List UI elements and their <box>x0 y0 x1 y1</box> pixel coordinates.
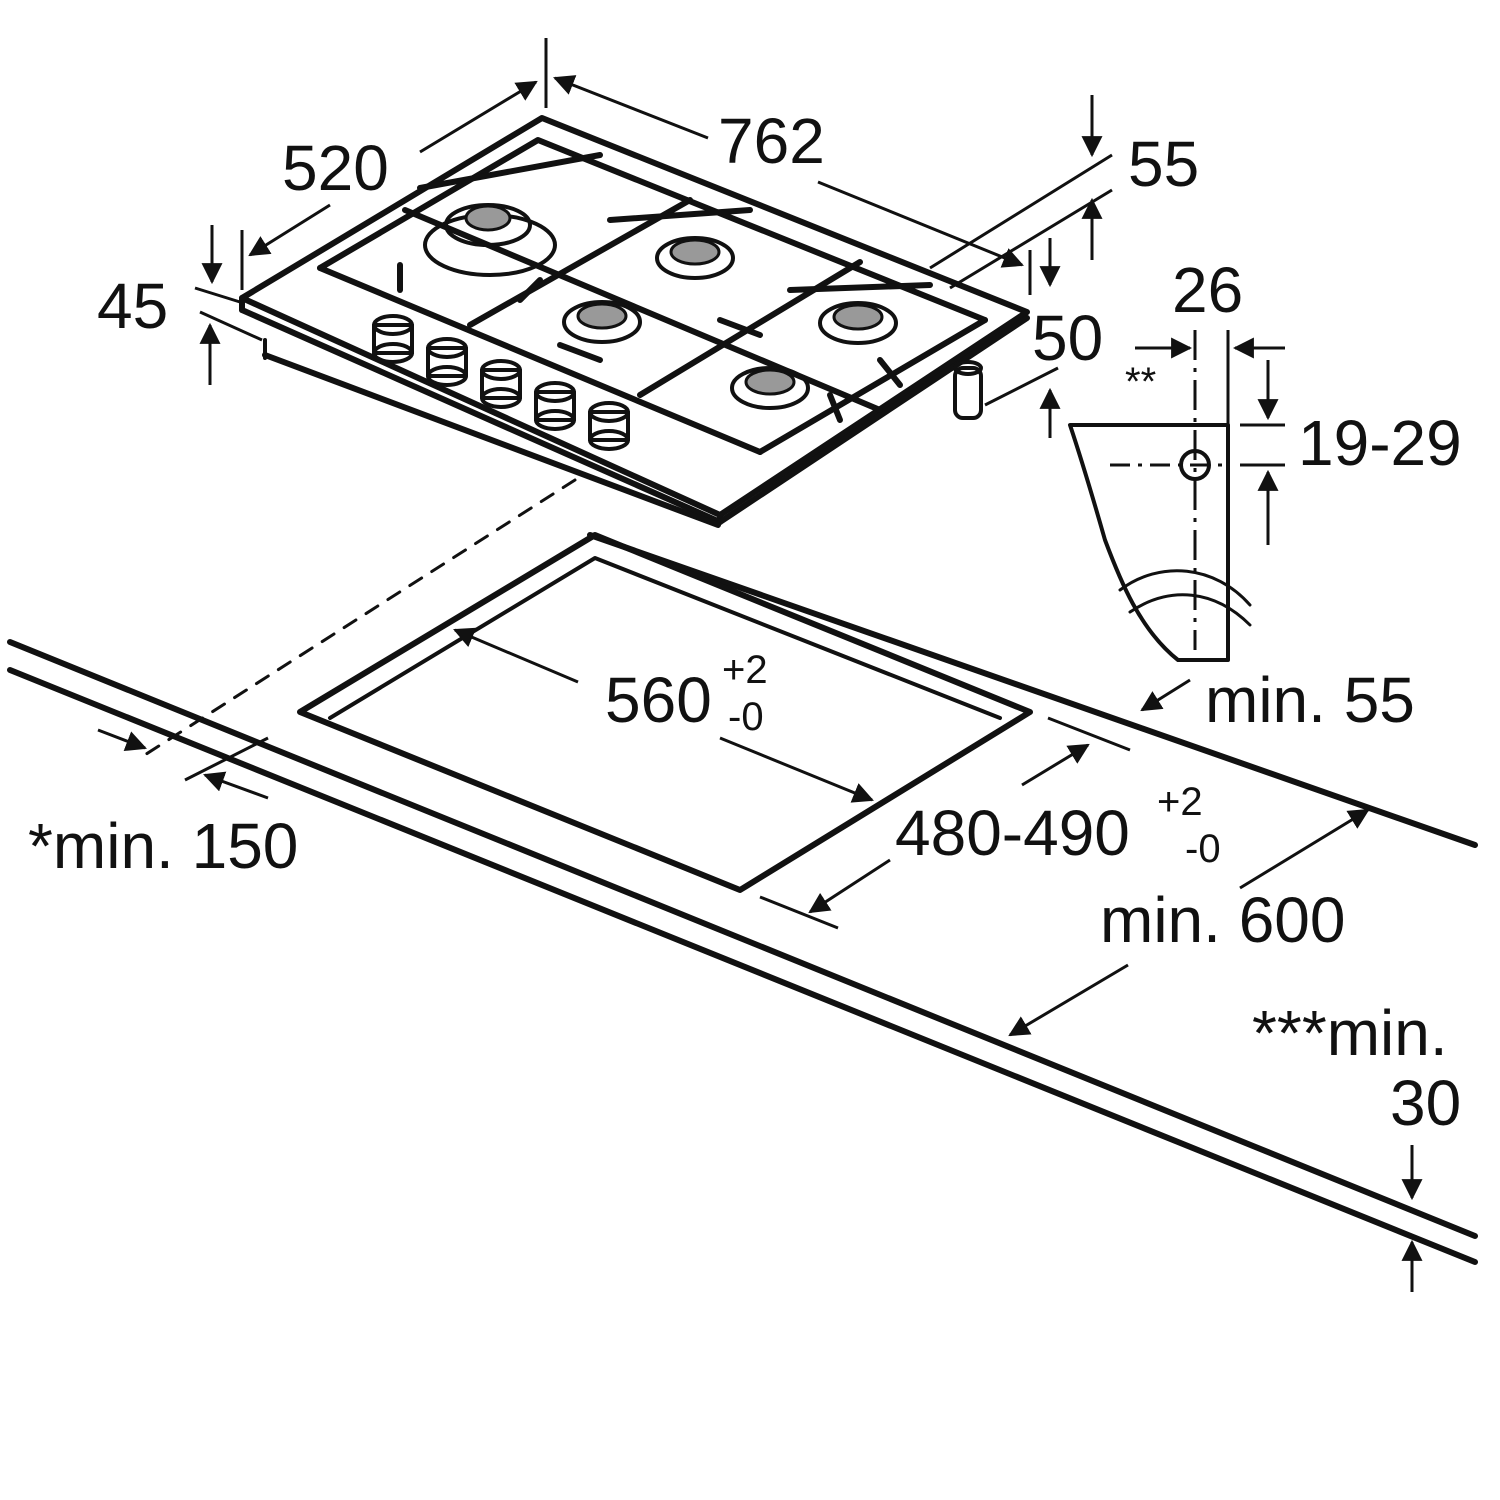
control-knob-icon <box>426 337 468 387</box>
dim-min600-arrow-up <box>1239 808 1370 890</box>
label-height-50: 50 <box>1032 302 1103 374</box>
label-bracket-19-29: 19-29 <box>1298 407 1462 479</box>
label-cutout-480-490: 480-490 <box>895 797 1130 869</box>
label-min-30-line1: ***min. <box>1252 997 1448 1069</box>
dim-min150-arrow-right <box>97 728 147 752</box>
dim-480-arrow-up <box>1021 743 1090 787</box>
dim-45-line-top <box>194 286 241 304</box>
label-depth-520: 520 <box>282 132 389 204</box>
countertop <box>7 532 1478 1265</box>
burner-wok-icon <box>423 203 557 277</box>
dim-480-ref-right <box>1047 716 1131 752</box>
cutout <box>138 478 1033 893</box>
label-width-762: 762 <box>718 105 825 177</box>
bracket-profile <box>1068 423 1230 662</box>
dim-min150-arrow-left <box>203 771 269 800</box>
burner-front-middle-icon <box>562 300 642 344</box>
control-knob-icon <box>480 359 522 409</box>
label-height-45: 45 <box>97 270 168 342</box>
cutout-dimensions <box>97 627 1423 1292</box>
hob-underside <box>262 352 721 528</box>
countertop-front-bottom-edge <box>7 667 1478 1265</box>
bracket-break-2 <box>1128 593 1252 627</box>
dim-480-arrow-down <box>808 858 891 914</box>
label-cutout-560-tol-minus: -0 <box>728 695 764 739</box>
dim-45-line-bottom <box>199 310 263 342</box>
dim-520-right <box>419 80 538 154</box>
label-cutout-480-tol-minus: -0 <box>1185 827 1221 871</box>
label-cutout-560: 560 <box>605 664 712 736</box>
dim-min600-arrow-down <box>1008 963 1129 1037</box>
hob-projection-line <box>138 478 577 760</box>
hob-dimensions <box>194 38 1113 438</box>
dim-55-line-top <box>929 153 1113 270</box>
burner-rear-right-icon <box>818 301 898 345</box>
countertop-front-top-edge <box>7 639 1478 1239</box>
bracket-break-1 <box>1118 569 1252 607</box>
label-bracket-26: 26 <box>1172 254 1243 326</box>
cutout-inner-edge <box>328 556 1002 720</box>
dim-762-left <box>553 75 709 140</box>
label-min-55: min. 55 <box>1205 664 1415 736</box>
hob-right-edge <box>717 315 1030 525</box>
dim-560-right <box>719 736 874 803</box>
countertop-back-edge <box>587 532 1478 848</box>
dim-520-left <box>248 203 331 257</box>
label-height-55: 55 <box>1128 128 1199 200</box>
label-bracket-stars: ** <box>1125 360 1156 404</box>
cutout-outer <box>297 532 1033 893</box>
dim-min150-ref <box>184 736 269 782</box>
label-min-30-line2: 30 <box>1390 1067 1461 1139</box>
dim-480-ref-left <box>759 895 839 930</box>
label-cutout-560-tol-plus: +2 <box>722 648 768 692</box>
control-knob-icon <box>372 314 414 364</box>
burner-front-right-icon <box>730 366 810 410</box>
dim-560-left <box>453 627 579 684</box>
bracket-detail <box>1068 330 1285 662</box>
burner-rear-middle-icon <box>655 236 735 280</box>
control-knobs <box>372 314 414 364</box>
dim-762-right <box>817 180 1024 268</box>
label-min-600: min. 600 <box>1100 884 1345 956</box>
hob-front-edge <box>239 307 723 525</box>
hob <box>239 115 1030 528</box>
dim-50-line-bottom <box>984 366 1059 407</box>
control-knob-icon <box>588 401 630 451</box>
labels: 762 520 55 45 50 26 ** 19-29 560 +2 -0 4… <box>28 105 1462 1139</box>
hob-top-plate <box>239 115 1030 518</box>
gas-connector-icon <box>953 360 983 420</box>
dim-min55-arrow <box>1140 678 1191 712</box>
label-min-150: *min. 150 <box>28 810 298 882</box>
control-knob-icon <box>534 381 576 431</box>
label-cutout-480-tol-plus: +2 <box>1157 780 1203 824</box>
